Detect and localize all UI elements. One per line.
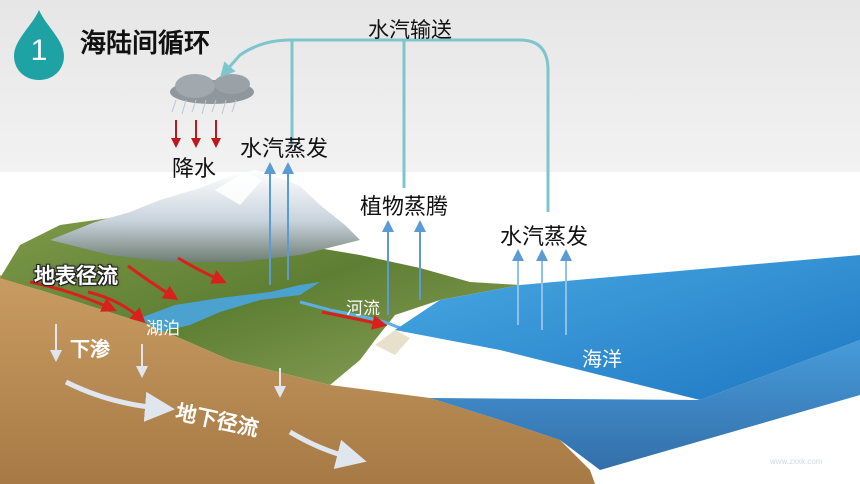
watermark: www.zxxk.com <box>770 457 823 466</box>
sky-background <box>0 0 860 172</box>
runoff-arrow <box>127 264 179 301</box>
runoff-arrow <box>87 290 146 324</box>
label-vapor-transport: 水汽输送 <box>368 19 452 42</box>
river <box>299 300 401 330</box>
label-lake: 湖泊 <box>146 319 180 338</box>
section-badge-icon <box>14 10 64 80</box>
label-evaporation-land: 水汽蒸发 <box>240 136 329 161</box>
groundwater-arrow <box>64 379 175 422</box>
runoff-arrow <box>321 310 388 330</box>
precipitation-arrows <box>171 120 221 148</box>
rain-cloud <box>170 74 254 115</box>
transpiration-arrows <box>382 220 426 315</box>
label-transpiration: 植物蒸腾 <box>360 194 449 219</box>
sea-side <box>430 340 860 470</box>
label-evaporation-sea: 水汽蒸发 <box>500 224 589 249</box>
land-evaporation-arrows <box>264 162 294 285</box>
section-title: 海陆间循环 <box>80 28 211 58</box>
mountain <box>50 170 360 262</box>
label-ocean: 海洋 <box>582 349 622 371</box>
surface-runoff-arrows <box>29 256 388 330</box>
label-river: 河流 <box>346 299 380 318</box>
groundwater-arrow <box>288 429 367 469</box>
sea-evaporation-arrows <box>512 249 572 335</box>
beach <box>375 330 410 355</box>
lake <box>140 282 320 332</box>
label-infiltration: 下渗 <box>70 339 110 361</box>
groundwater-arrows <box>64 379 367 469</box>
runoff-arrow <box>29 280 117 312</box>
label-precipitation: 降水 <box>172 156 217 181</box>
soil-layer <box>0 275 595 484</box>
infiltration-arrows <box>50 324 286 398</box>
runoff-arrow <box>177 256 227 284</box>
label-surface-runoff: 地表径流 <box>34 265 118 288</box>
sea-surface <box>395 255 860 400</box>
section-number: 1 <box>30 34 48 67</box>
